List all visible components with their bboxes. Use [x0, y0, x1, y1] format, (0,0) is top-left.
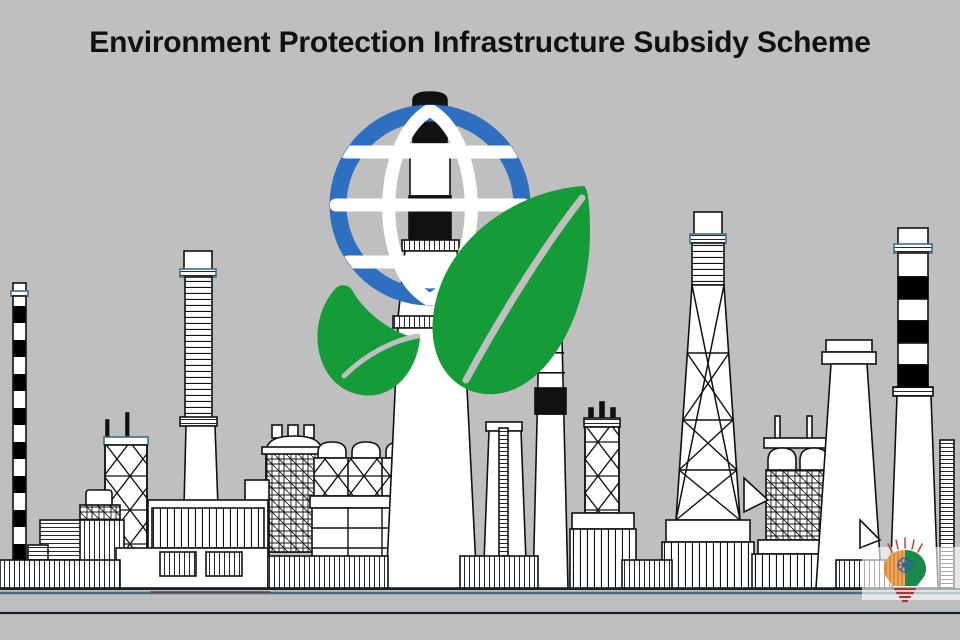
page-title: Environment Protection Infrastructure Su… — [89, 26, 871, 59]
globe-and-leaves-emblem — [317, 104, 590, 396]
factory-hall-left — [115, 499, 269, 589]
ladder-chimney-center — [482, 421, 528, 589]
bulb-base-icon — [893, 587, 917, 603]
ashoka-chakra-icon — [897, 557, 913, 573]
tapered-chimney-right — [815, 339, 883, 589]
base-halls — [0, 555, 893, 589]
checkered-chimney-left — [10, 282, 29, 589]
lattice-tower-right — [661, 211, 755, 589]
reactor-vessel-left — [244, 424, 345, 589]
striped-chimney-far-right — [889, 227, 939, 589]
idea-rays-icon — [887, 537, 923, 553]
lightbulb-tricolor-emblem — [884, 537, 926, 603]
ground-lines — [0, 588, 960, 615]
